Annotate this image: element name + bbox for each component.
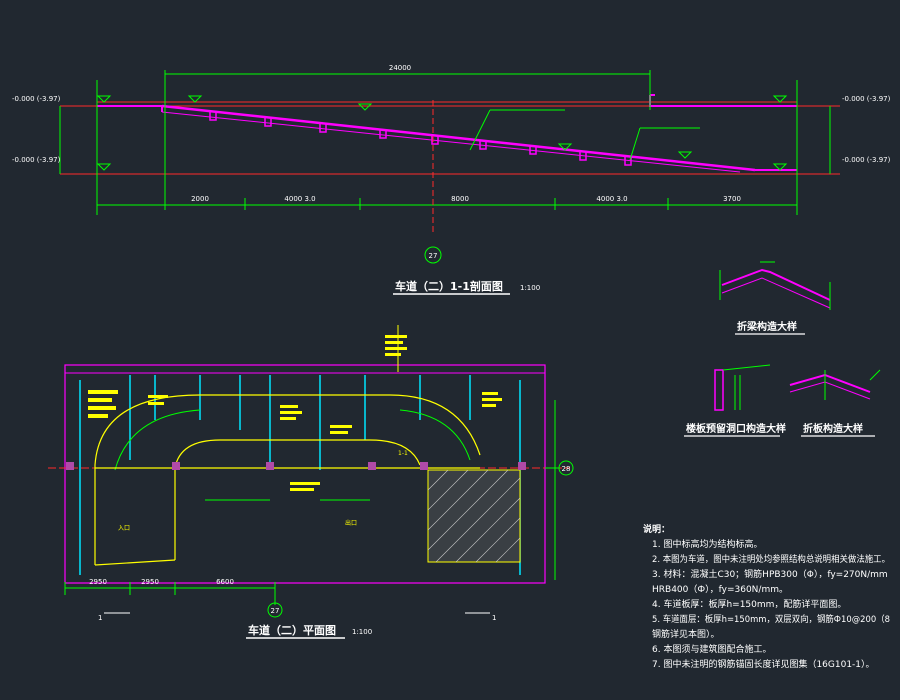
bottom-dimension-1: 2000 [191, 195, 209, 203]
plan-axis-28: 28 [562, 465, 571, 473]
detail-slab: 折板构造大样 [789, 369, 881, 437]
note-item-7: 7. 图中未注明的钢筋锚固长度详见图集（16G101-1）。 [652, 658, 875, 670]
plan-label-section: 1-1 [398, 450, 408, 457]
detail-opening: 楼板预留洞口构造大样 [684, 364, 786, 437]
plan-view: 2950 2950 6600 27 28 1 1 1-1 入口 出口 车道（二）… [48, 325, 574, 639]
plan-axis-1-left: 1 [98, 614, 102, 622]
section-scale: 1:100 [520, 284, 540, 292]
section-view: -0.000 (-3.97) -0.000 (-3.97) -0.000 (-3… [12, 64, 891, 295]
ramp-slab-top [97, 105, 163, 112]
plan-dimension-3: 6600 [216, 578, 234, 586]
note-item-5: 5. 车道面层：板厚h=150mm，双层双向，钢筋Ф10@200（8 [652, 613, 890, 625]
plan-scale: 1:100 [352, 628, 372, 636]
axis-label-section: 27 [429, 252, 438, 260]
axis-bubble-27 [267, 602, 283, 618]
note-item-1: 1. 图中标高均为结构标高。 [652, 538, 762, 550]
bottom-dimension-3: 8000 [451, 195, 469, 203]
level-tag-right-bottom: -0.000 (-3.97) [842, 156, 891, 164]
ramp-curve-outer [94, 394, 481, 565]
plan-frame [64, 364, 546, 584]
note-item-2: 2. 本图为车道，图中未注明处均参照结构总说明相关做法施工。 [652, 553, 890, 565]
hatched-slab [427, 469, 521, 563]
level-tag-left-top: -0.000 (-3.97) [12, 95, 61, 103]
plan-title: 车道（二）平面图 [248, 623, 336, 637]
top-dimension: 24000 [389, 64, 411, 72]
note-item-3: 3. 材料：混凝土C30；钢筋HPB300（Φ），fy=270N/mm [652, 568, 888, 580]
section-title: 车道（二）1-1剖面图 [395, 279, 503, 293]
ramp-ribs [209, 111, 632, 166]
plan-axis-1-right: 1 [492, 614, 496, 622]
plan-label-entry: 入口 [118, 525, 130, 532]
detail-opening-title: 楼板预留洞口构造大样 [686, 422, 786, 435]
plan-dimension-2: 2950 [141, 578, 159, 586]
note-item-6: 6. 本图须与建筑图配合施工。 [652, 643, 771, 655]
bottom-dimension-4: 4000 3.0 [596, 195, 627, 203]
bottom-dimension-5: 3700 [723, 195, 741, 203]
detail-beam-title: 折梁构造大样 [737, 320, 797, 333]
plan-dimension-1: 2950 [89, 578, 107, 586]
detail-slab-title: 折板构造大样 [803, 422, 863, 435]
level-tag-right-top: -0.000 (-3.97) [842, 95, 891, 103]
plan-label-exit: 出口 [345, 519, 357, 527]
note-item-3b: HRB400（Ф），fy=360N/mm。 [652, 584, 788, 595]
notes-heading: 说明： [643, 523, 670, 535]
note-item-5b: 钢筋详见本图）。 [652, 628, 720, 640]
axis-bubble-section [424, 246, 442, 264]
ramp-slab [161, 104, 756, 172]
detail-beam: 折梁构造大样 [719, 261, 831, 335]
note-item-4: 4. 车道板厚：板厚h=150mm，配筋详平面图。 [652, 598, 846, 610]
notes-block: 说明： 1. 图中标高均为结构标高。 2. 本图为车道，图中未注明处均参照结构总… [643, 523, 890, 670]
ramp-curve-inner [174, 439, 421, 560]
bottom-dimension-2: 4000 3.0 [284, 195, 315, 203]
plan-axis-27: 27 [271, 607, 280, 615]
level-tag-left-bottom: -0.000 (-3.97) [12, 156, 61, 164]
